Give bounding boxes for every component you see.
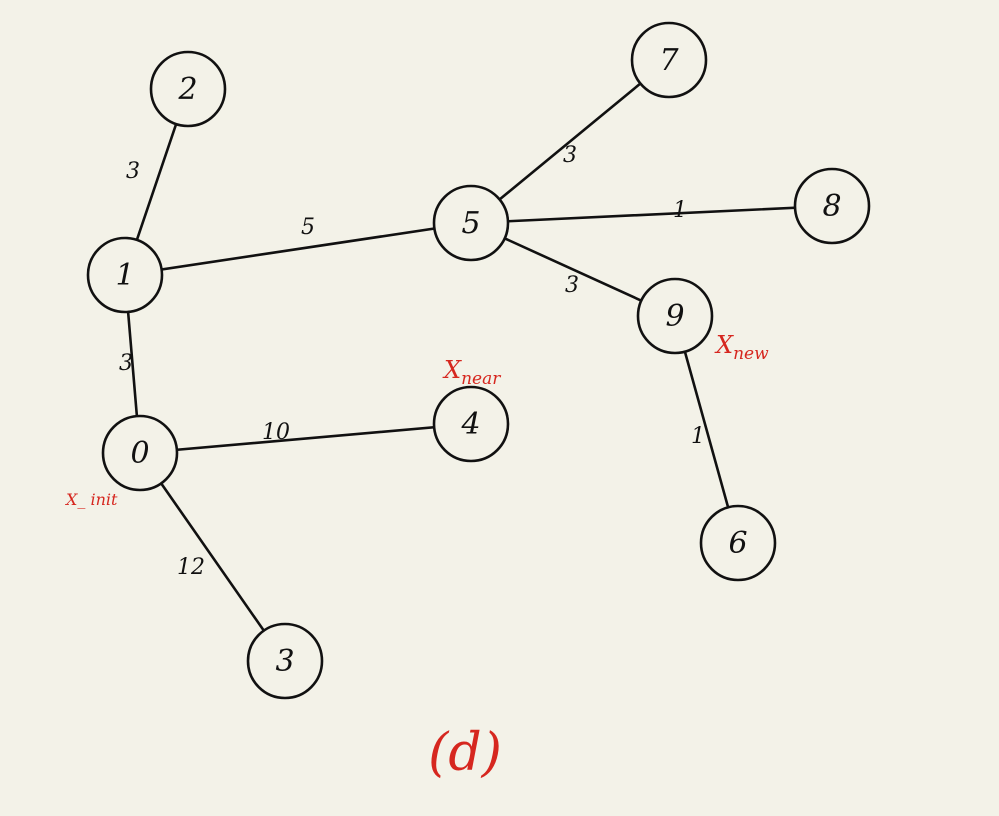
edge-weight-1-0: 3 [119,351,133,376]
edge-weight-0-3: 12 [177,555,205,580]
annotation-node-0: X_ init [64,490,118,509]
edge-weight-5-7: 3 [563,143,577,168]
node-2: 2 [149,50,227,128]
node-circle [699,504,777,582]
node-label: 7 [659,43,679,78]
edge-0-3 [138,451,287,663]
node-4: 4 [432,385,510,463]
node-6: 6 [699,504,777,582]
annotation-text: X [714,331,734,359]
node-label: 2 [177,72,197,107]
annotation-node-4: Xnear [442,356,501,389]
edge-weight-5-8: 1 [673,198,687,223]
weights-layer: 3 5 3 10 12 3 1 3 1 [119,143,705,580]
node-circle [432,184,510,262]
node-circle [432,385,510,463]
node-circle [101,414,179,492]
node-5: 5 [432,184,510,262]
node-circle [793,167,871,245]
edge-weight-9-6: 1 [691,424,705,449]
annotation-text: X_ init [64,490,118,509]
annotation-text: X [442,356,462,384]
node-9: 9 [636,277,714,355]
annotation-subscript: near [461,369,501,389]
node-label: 8 [822,189,841,224]
node-circle [246,622,324,700]
node-circle [630,21,708,99]
node-circle [86,236,164,314]
node-label: 5 [461,206,480,241]
figure-caption: (d) [428,723,502,783]
node-0: 0 [101,414,179,492]
node-1: 1 [86,236,164,314]
edge-weight-1-2: 3 [126,159,140,184]
node-label: 6 [728,526,747,561]
annotation-node-9: Xnew [714,331,769,364]
node-label: 1 [115,258,134,293]
node-label: 3 [275,644,294,679]
edge-9-6 [673,314,740,545]
edge-5-7 [469,58,671,225]
node-label: 4 [460,407,480,442]
node-label: 9 [665,299,684,334]
node-circle [149,50,227,128]
node-label: 0 [130,436,149,471]
edge-5-8 [469,204,834,225]
edge-0-4 [138,422,473,455]
node-7: 7 [630,21,708,99]
edge-1-5 [123,221,473,277]
annotation-subscript: new [733,344,769,364]
node-8: 8 [793,167,871,245]
node-circle [636,277,714,355]
node-3: 3 [246,622,324,700]
edge-weight-0-4: 10 [262,420,290,445]
edge-weight-5-9: 3 [565,273,579,298]
edge-weight-1-5: 5 [301,215,315,240]
